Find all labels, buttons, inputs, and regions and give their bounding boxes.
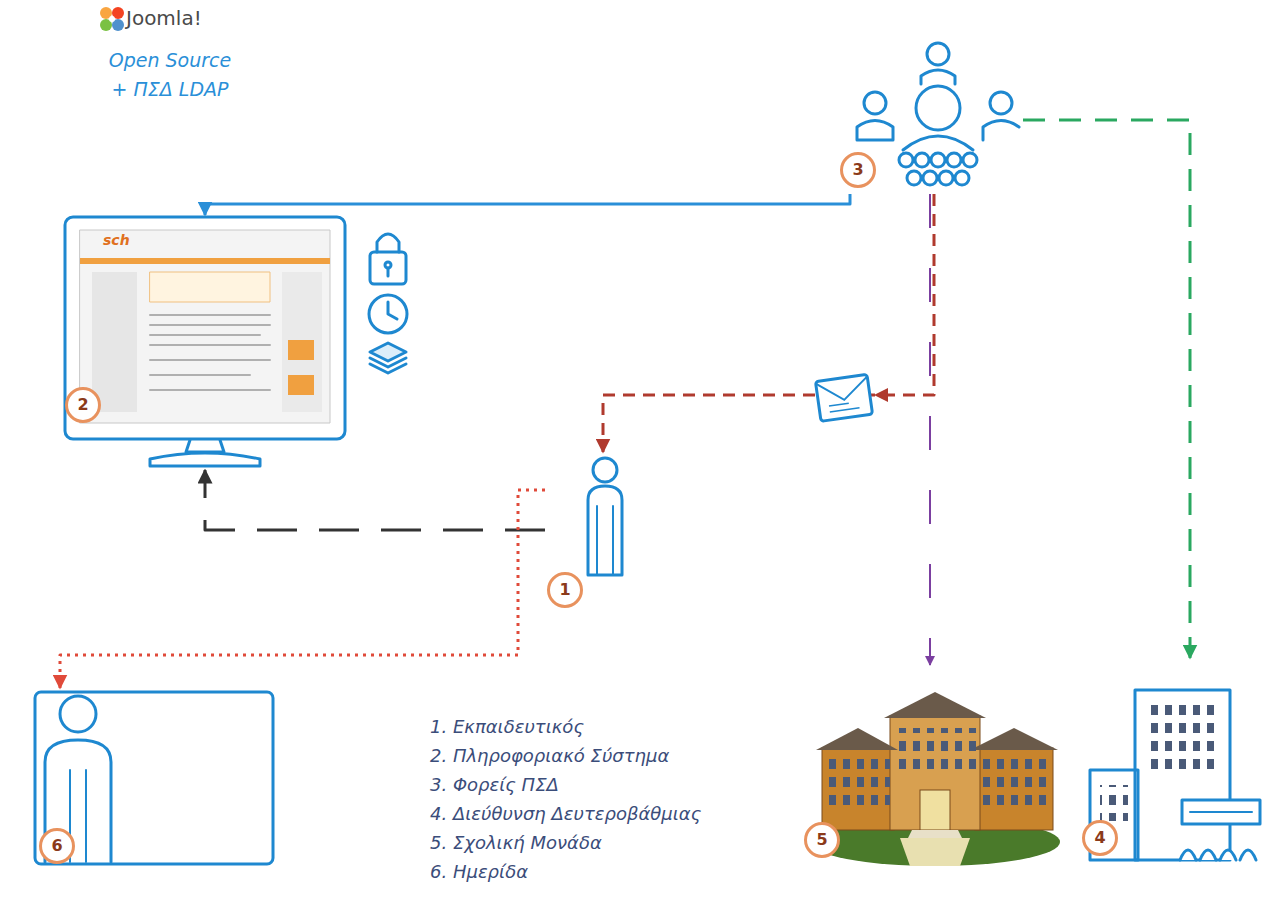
- screen-logo: sch: [103, 232, 130, 248]
- seminar-figure: [35, 692, 273, 864]
- callout-number: 1: [547, 572, 583, 608]
- connector: [603, 194, 934, 452]
- security-icons: [369, 234, 407, 373]
- connector: [929, 194, 931, 665]
- seminar-node: 6: [35, 688, 277, 868]
- teacher-figure: [588, 458, 622, 575]
- callout-text: 6: [51, 838, 62, 854]
- connector: [60, 490, 545, 688]
- callout-number: 6: [39, 828, 75, 864]
- callout-text: 2: [77, 397, 88, 413]
- system-node: 2: [60, 215, 350, 470]
- callout-number: 4: [1082, 820, 1118, 856]
- key-item: 1. Εκπαιδευτικός: [430, 716, 584, 737]
- callout-number: 3: [840, 152, 876, 188]
- logo-text: Joomla!: [126, 6, 202, 30]
- callout-text: 3: [852, 162, 863, 178]
- key-item: 6. Ημερίδα: [430, 861, 528, 882]
- callout-number: 5: [804, 822, 840, 858]
- teacher-node: 1: [545, 452, 645, 612]
- school-building: [810, 692, 1060, 866]
- arrow-head: [874, 388, 888, 402]
- callout-text: 4: [1094, 830, 1105, 846]
- organizations-node: 3: [838, 40, 1023, 194]
- message-envelope: [815, 374, 872, 421]
- key-item: 3. Φορείς ΠΣΔ: [430, 774, 559, 795]
- platform-note: Open Source + ΠΣΔ LDAP: [100, 46, 240, 103]
- connector: [1023, 120, 1190, 658]
- organizations-group: [857, 43, 1019, 185]
- key-item: 5. Σχολική Μονάδα: [430, 832, 602, 853]
- callout-number: 2: [65, 387, 101, 423]
- callout-text: 1: [559, 582, 570, 598]
- information-system-monitor: [65, 217, 345, 466]
- key-item: 2. Πληροφοριακό Σύστημα: [430, 745, 669, 766]
- joomla-logo: [100, 7, 124, 31]
- callout-text: 5: [816, 832, 827, 848]
- key-item: 4. Διεύθυνση Δευτεροβάθμιας: [430, 803, 701, 824]
- school-node: 5: [800, 665, 1065, 865]
- connector: [205, 470, 545, 530]
- connector: [205, 194, 850, 215]
- directorate-node: 4: [1080, 658, 1265, 863]
